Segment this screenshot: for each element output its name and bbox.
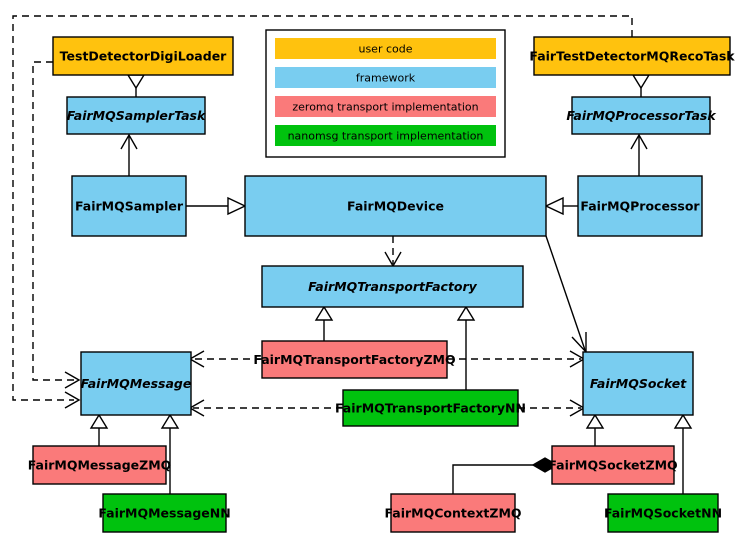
arrowhead-processortask [630,133,648,150]
legend-item-0: user code [275,38,496,59]
node-label-FairMQTransportFactory: FairMQTransportFactory [308,279,477,294]
node-label-FairMQSampler: FairMQSampler [75,199,184,214]
node-box-FairMQTransportFactoryNN[interactable] [342,389,519,427]
node-layer: TestDetectorDigiLoader FairTestDetectorMQ… [28,36,735,533]
legend-panel: user code framework zeromq transport imple… [265,29,506,158]
legend-swatch-2 [275,96,496,117]
legend-swatch-0 [275,38,496,59]
node-FairMQTransportFactoryNN[interactable]: FairMQTransportFactoryNN [335,389,526,427]
node-box-FairMQSocket[interactable] [582,351,694,416]
node-label-FairMQDevice: FairMQDevice [347,199,444,214]
node-FairMQProcessor[interactable]: FairMQProcessor [577,175,703,237]
node-FairMQTransportFactory[interactable]: FairMQTransportFactory [261,265,524,308]
node-box-FairMQTransportFactoryZMQ[interactable] [261,340,448,379]
node-box-FairMQSocketNN[interactable] [607,493,719,533]
node-box-FairMQSocketZMQ[interactable] [551,445,675,485]
node-label-TestDetectorDigiLoader: TestDetectorDigiLoader [60,49,228,64]
edge-layer [12,15,693,494]
node-FairMQTransportFactoryZMQ[interactable]: FairMQTransportFactoryZMQ [253,340,456,379]
arrowhead-samplertask [120,133,138,150]
node-box-FairMQMessageZMQ[interactable] [32,445,167,485]
node-label-FairMQProcessorTask: FairMQProcessorTask [566,108,716,123]
arrowhead-message-from-digiloader [64,371,81,389]
node-label-FairTestDetectorMQRecoTask: FairTestDetectorMQRecoTask [529,49,735,64]
legend-items: user code framework zeromq transport imple… [275,38,496,146]
node-label-FairMQMessage: FairMQMessage [81,376,192,391]
arrowhead-message-from-recotask [64,391,81,409]
node-FairMQSocketNN[interactable]: FairMQSocketNN [604,493,722,533]
arrowhead-socket-from-device [571,332,587,354]
node-box-FairMQMessage[interactable] [80,351,192,416]
node-FairMQMessage[interactable]: FairMQMessage [80,351,192,416]
triangle-digiloader [126,74,146,90]
triangle-device-left [227,196,247,216]
legend-label-0: user code [358,43,412,56]
node-box-FairMQMessageNN[interactable] [102,493,227,533]
triangle-message-left [89,413,109,429]
legend-swatch-3 [275,125,496,146]
node-FairMQDevice[interactable]: FairMQDevice [244,175,547,237]
node-label-FairMQTransportFactoryNN: FairMQTransportFactoryNN [335,401,526,416]
node-FairMQMessageNN[interactable]: FairMQMessageNN [98,493,231,533]
node-box-FairMQSampler[interactable] [71,175,187,237]
node-label-FairMQSocketZMQ: FairMQSocketZMQ [548,458,677,473]
node-label-FairMQMessageNN: FairMQMessageNN [98,506,230,521]
node-label-FairMQSocketNN: FairMQSocketNN [604,506,722,521]
legend-item-1: framework [275,67,496,88]
node-TestDetectorDigiLoader[interactable]: TestDetectorDigiLoader [52,36,234,76]
triangle-message-right [160,413,180,429]
node-box-FairMQContextZMQ[interactable] [390,493,516,533]
node-label-FairMQSamplerTask: FairMQSamplerTask [67,108,206,123]
node-label-FairMQSocket: FairMQSocket [590,376,687,391]
node-label-FairMQContextZMQ: FairMQContextZMQ [384,506,521,521]
node-FairMQSamplerTask[interactable]: FairMQSamplerTask [66,96,206,135]
edge-contextzmq-to-socketzmq [452,464,533,494]
edge-device-to-socket [545,235,586,351]
legend-label-1: framework [356,72,416,85]
legend-label-3: nanomsg transport implementation [288,130,484,143]
edge-recotask-to-message [12,15,633,401]
triangle-recotask [631,74,651,90]
node-FairMQProcessorTask[interactable]: FairMQProcessorTask [566,96,716,135]
triangle-tf-left [314,305,334,321]
node-box-FairMQProcessor[interactable] [577,175,703,237]
triangle-socket-left [585,413,605,429]
triangle-device-right [544,196,564,216]
legend-label-2: zeromq transport implementation [292,101,478,114]
node-box-FairMQDevice[interactable] [244,175,547,237]
node-box-FairTestDetectorMQRecoTask[interactable] [533,36,731,76]
node-box-TestDetectorDigiLoader[interactable] [52,36,234,76]
node-box-FairMQTransportFactory[interactable] [261,265,524,308]
node-label-FairMQProcessor: FairMQProcessor [580,199,700,214]
legend-item-2: zeromq transport implementation [275,96,496,117]
triangle-socket-right [673,413,693,429]
node-FairTestDetectorMQRecoTask[interactable]: FairTestDetectorMQRecoTask [529,36,735,76]
node-FairMQSocket[interactable]: FairMQSocket [582,351,694,416]
node-FairMQSampler[interactable]: FairMQSampler [71,175,187,237]
node-label-FairMQTransportFactoryZMQ: FairMQTransportFactoryZMQ [253,352,455,367]
node-FairMQSocketZMQ[interactable]: FairMQSocketZMQ [548,445,678,485]
node-box-FairMQSamplerTask[interactable] [66,96,206,135]
legend-item-3: nanomsg transport implementation [275,125,496,146]
node-box-FairMQProcessorTask[interactable] [571,96,711,135]
node-FairMQMessageZMQ[interactable]: FairMQMessageZMQ [28,445,172,485]
legend-swatch-1 [275,67,496,88]
node-label-FairMQMessageZMQ: FairMQMessageZMQ [28,458,172,473]
triangle-tf-right [456,305,476,321]
node-FairMQContextZMQ[interactable]: FairMQContextZMQ [384,493,522,533]
